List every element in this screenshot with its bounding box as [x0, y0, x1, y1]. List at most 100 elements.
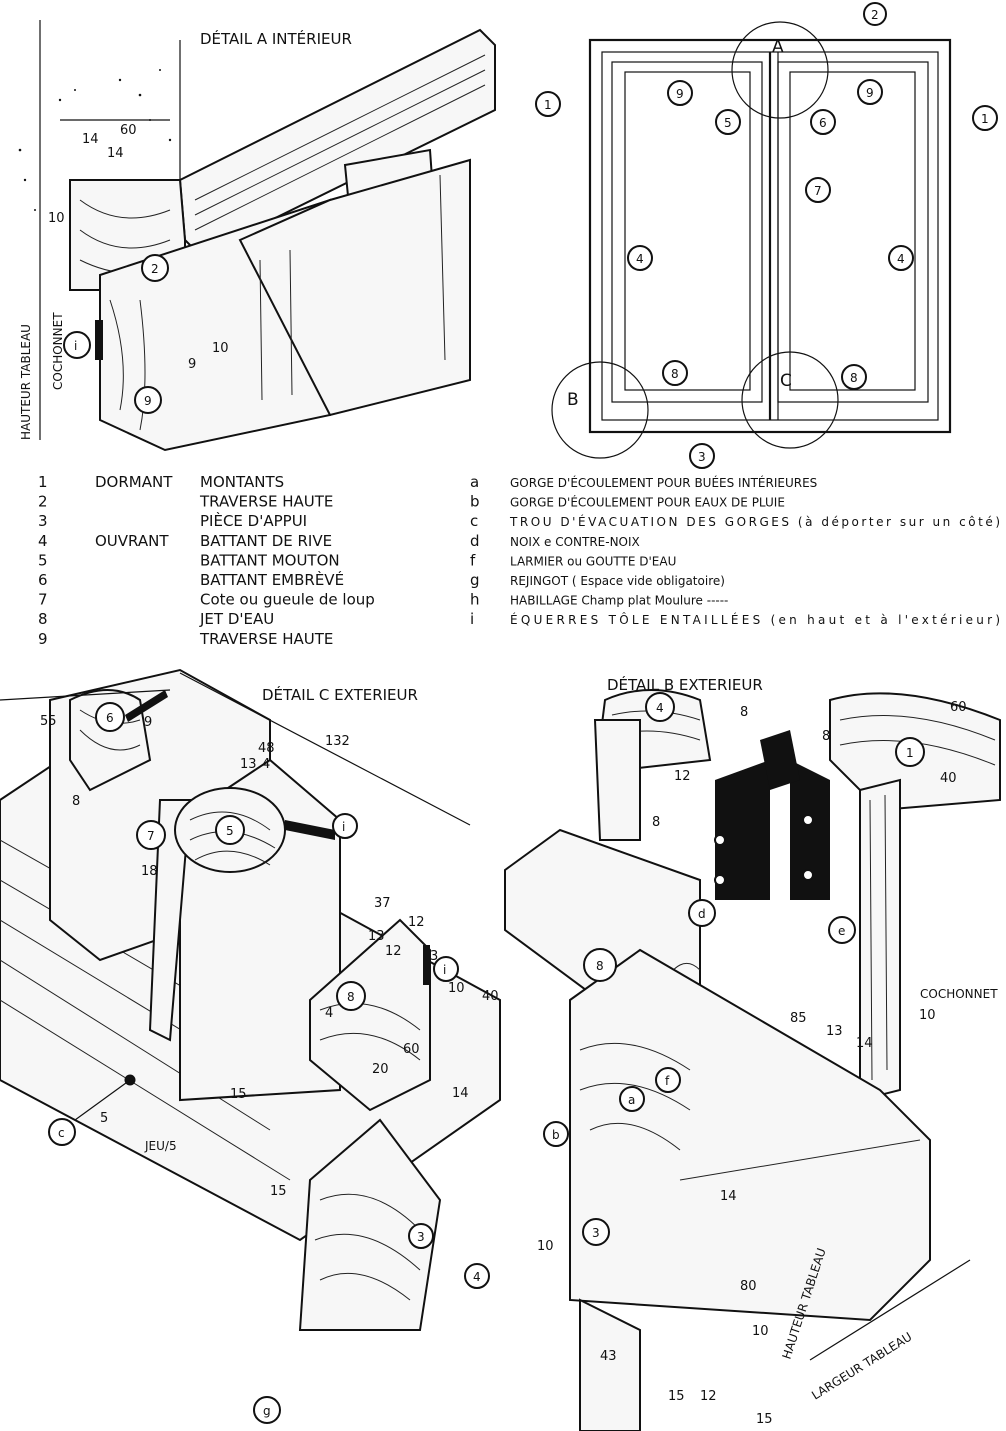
svg-text:8: 8 [671, 367, 679, 381]
svg-text:2: 2 [151, 262, 159, 276]
svg-text:2: 2 [871, 8, 879, 22]
svg-text:5: 5 [100, 1111, 108, 1126]
legend-right-label: LARMIER ou GOUTTE D'EAU [510, 554, 676, 568]
svg-text:i: i [74, 339, 77, 353]
svg-text:8: 8 [822, 729, 830, 744]
detail-a-title: DÉTAIL A INTÉRIEUR [200, 29, 352, 48]
svg-text:12: 12 [700, 1389, 717, 1404]
svg-text:13: 13 [826, 1024, 843, 1039]
svg-text:8: 8 [596, 959, 604, 973]
svg-text:3: 3 [592, 1226, 600, 1240]
svg-text:8: 8 [347, 990, 355, 1004]
legend-left-group: OUVRANT [95, 532, 169, 550]
svg-text:10: 10 [48, 211, 65, 226]
dim: 60 [120, 123, 137, 138]
detail-b: DÉTAIL B EXTERIEUR 4 1 d e 8 f a b 3 [504, 675, 1001, 1431]
svg-text:f: f [665, 1074, 670, 1088]
svg-text:4: 4 [325, 1006, 333, 1021]
svg-text:10: 10 [212, 341, 229, 356]
svg-text:C: C [780, 371, 792, 391]
legend-right-key: i [470, 610, 474, 628]
svg-text:A: A [772, 37, 784, 57]
svg-text:40: 40 [940, 771, 957, 786]
legend-right-label: GORGE D'ÉCOULEMENT POUR BUÉES INTÉRIEURE… [510, 475, 817, 490]
svg-text:132: 132 [325, 734, 350, 749]
legend-right-label: HABILLAGE Champ plat Moulure ----- [510, 594, 728, 608]
legend-left-num: 2 [38, 493, 48, 511]
cochonnet-label-a: COCHONNET [51, 312, 65, 390]
legend-left-num: 7 [38, 591, 48, 609]
legend-left-label: BATTANT EMBRÈVÉ [200, 570, 344, 589]
svg-text:a: a [628, 1093, 635, 1107]
svg-text:10: 10 [752, 1324, 769, 1339]
svg-text:80: 80 [740, 1279, 757, 1294]
legend-left-num: 3 [38, 512, 48, 530]
legend-right-label: REJINGOT ( Espace vide obligatoire) [510, 574, 725, 588]
svg-text:12: 12 [674, 769, 691, 784]
svg-text:c: c [58, 1126, 65, 1140]
legend-right-key: c [470, 512, 478, 530]
window-elevation: 2 A 1 1 9 9 5 6 7 4 4 8 8 3 B C [535, 2, 998, 469]
svg-text:40: 40 [482, 989, 499, 1004]
detail-c: DÉTAIL C EXTERIEUR 6 7 5 i 8 3 4 c g i [0, 668, 501, 1424]
svg-text:7: 7 [814, 184, 822, 198]
legend-right-label: TROU D'ÉVACUATION DES GORGES (à déporter… [509, 514, 1000, 529]
svg-text:i: i [443, 963, 446, 977]
svg-text:8: 8 [72, 794, 80, 809]
legend-right-key: a [470, 473, 479, 491]
legend-left-num: 6 [38, 571, 48, 589]
svg-text:14: 14 [452, 1086, 469, 1101]
svg-text:14: 14 [107, 146, 124, 161]
legend-left-label: MONTANTS [200, 473, 284, 491]
svg-text:b: b [552, 1128, 560, 1142]
svg-text:e: e [838, 924, 845, 938]
legend-left-group: DORMANT [95, 473, 173, 491]
svg-text:15: 15 [270, 1184, 287, 1199]
legend-right-key: f [470, 551, 476, 569]
svg-text:10: 10 [919, 1008, 936, 1023]
svg-text:8: 8 [850, 371, 858, 385]
legend-right-key: d [470, 532, 480, 550]
legend-left-label: TRAVERSE HAUTE [199, 630, 333, 648]
detail-c-title: DÉTAIL C EXTERIEUR [262, 685, 418, 704]
svg-text:8: 8 [740, 705, 748, 720]
svg-text:13: 13 [240, 757, 257, 772]
svg-text:8: 8 [652, 815, 660, 830]
svg-text:15: 15 [230, 1087, 247, 1102]
svg-text:5: 5 [724, 116, 732, 130]
legend-right: a GORGE D'ÉCOULEMENT POUR BUÉES INTÉRIEUR… [470, 473, 1000, 628]
detail-a: DÉTAIL A INTÉRIEUR 2 9 i [18, 20, 496, 452]
hauteur-tableau-label: HAUTEUR TABLEAU [19, 324, 33, 440]
svg-text:60: 60 [403, 1042, 420, 1057]
legend-left-label: Cote ou gueule de loup [200, 591, 375, 609]
svg-text:9: 9 [676, 87, 684, 101]
svg-text:6: 6 [106, 711, 114, 725]
svg-text:4: 4 [473, 1270, 481, 1284]
legend-left-label: BATTANT DE RIVE [200, 532, 332, 550]
svg-text:7: 7 [147, 829, 155, 843]
legend-right-label: GORGE D'ÉCOULEMENT POUR EAUX DE PLUIE [510, 495, 785, 510]
svg-text:60: 60 [950, 700, 967, 715]
svg-text:5: 5 [226, 824, 234, 838]
svg-text:4: 4 [897, 252, 905, 266]
legend-right-key: g [470, 571, 480, 589]
legend-right-label: NOIX e CONTRE-NOIX [510, 535, 640, 549]
legend-left-label: JET D'EAU [199, 610, 274, 628]
svg-text:9: 9 [188, 357, 196, 372]
legend-left-label: BATTANT MOUTON [200, 551, 340, 569]
svg-text:4: 4 [636, 252, 644, 266]
legend-right-key: b [470, 493, 480, 511]
svg-text:9: 9 [144, 394, 152, 408]
legend-left-label: TRAVERSE HAUTE [199, 493, 333, 511]
svg-text:B: B [567, 390, 579, 410]
svg-text:9: 9 [866, 86, 874, 100]
legend-left-num: 9 [38, 630, 48, 648]
svg-text:3: 3 [698, 450, 706, 464]
svg-text:d: d [698, 907, 706, 921]
svg-text:12: 12 [385, 944, 402, 959]
svg-text:12: 12 [408, 915, 425, 930]
stone-texture [18, 69, 172, 211]
svg-text:14: 14 [856, 1036, 873, 1051]
